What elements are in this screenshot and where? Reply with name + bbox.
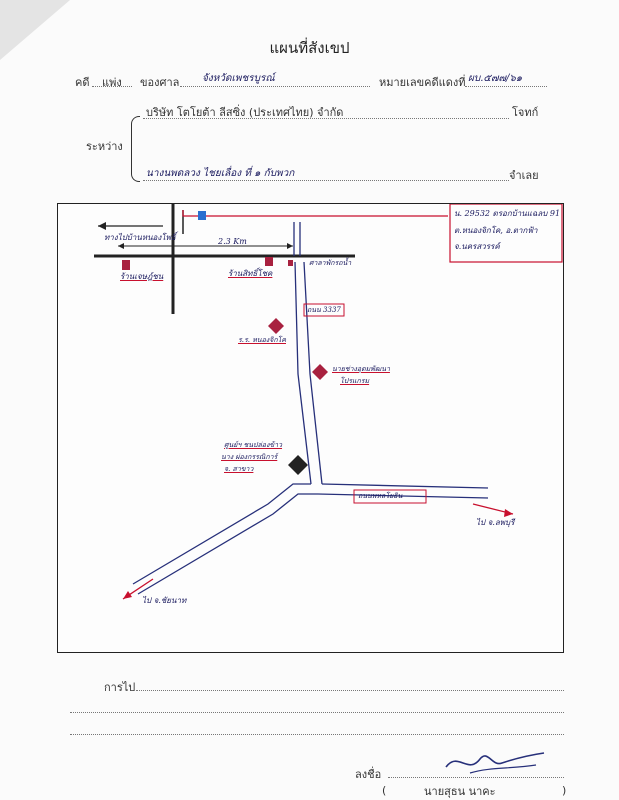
sign-label: ลงชื่อ [355,768,382,781]
highway-left-outer [132,483,311,585]
directions-label: การไป [104,681,136,694]
road-3337-right [303,261,323,485]
shop2-label: ร้านสิทธิ์โชค [228,269,273,278]
highway-right-lower [317,493,489,499]
supermarket-marker [312,364,328,380]
defendant-line [143,180,509,181]
party-brace [131,116,140,182]
landmark-top-label: ศาลาพักรถน้ำ [309,259,352,267]
health-center-label-3: จ. สาขาว [224,465,254,473]
road-number-box [303,303,345,317]
black-case-line [465,86,547,87]
document-title: แผนที่สังเขป [269,39,350,57]
signer-name: นายสุธน นาคะ [424,785,496,798]
to-right-label: ไป จ.ลพบุรี [476,518,515,527]
address-pointer-line [182,210,448,217]
distance-arrow-right [287,243,293,249]
school-label: ร.ร. หนองจิกโค [238,336,286,344]
directions-line-3 [70,734,564,735]
sign-line [388,777,564,778]
school-marker [268,318,284,334]
case-type: แพ่ง [102,76,122,89]
road-number-label: ถนน 3337 [307,306,341,314]
distance-label: 2.3 Km [218,237,247,246]
shop1-marker [122,260,130,270]
supermarket-label-1: นายช่างอุดมพัฒนา [332,365,390,373]
distance-arrow-left [118,243,124,249]
court-label: ของศาล [140,76,180,89]
map-drawing [94,204,563,600]
folded-corner [0,0,70,60]
to-bottom-label: ไป จ.ชัยนาท [142,596,187,605]
bottom-arrowhead [123,591,132,599]
highway-label-box [353,489,427,504]
court-name-line [180,86,370,87]
landmark-marker [288,260,293,266]
address-box [449,204,563,263]
directions-line-2 [70,712,564,713]
left-arrowhead [98,222,106,230]
paren-close: ) [562,784,567,797]
highway-right-upper [321,483,489,489]
supermarket-label-2: โปรแกรม [340,377,370,385]
plaintiff-name: บริษัท โตโยต้า ลีสซิ่ง (ประเทศไทย) จำกัด [146,106,344,119]
highway-label: ถนนพหลโยธิน [358,492,403,500]
shop1-label: ร้านเจษฎ์ชน [120,272,164,281]
health-center-label-1: ศูนย์ฯ ชนปล่องข้าว [224,441,283,449]
case-label: คดี [75,76,90,89]
court-name: จังหวัดเพชรบูรณ์ [202,73,275,84]
address-line-1: น. 29532 ตรอกบ้านแฉลบ 91 [454,209,561,218]
paren-open: ( [382,784,387,797]
black-case-number: ผบ.๕๗๗/๖๑ [468,73,523,84]
defendant-role: จำเลย [509,169,539,182]
black-case-label: หมายเลขคดีแดงที่ [379,76,466,89]
highway-left-inner [137,493,318,595]
address-line-3: จ.นครสวรรค์ [454,242,500,251]
destination-marker [198,211,206,220]
plaintiff-line [143,118,509,119]
defendant-name: นางนพดลวง ไชยเลื่อง ที่ ๑ กับพวก [146,168,295,179]
between-label: ระหว่าง [86,140,123,153]
signature-scribble [445,752,545,774]
health-center-label-2: นาง ผ่องกรรณิการ์ [221,453,278,461]
health-center-marker [288,455,308,475]
to-left-label: ทางไปบ้านหนองโพธิ์ [104,233,176,242]
right-arrowhead [504,509,513,517]
plaintiff-role: โจทก์ [512,106,539,119]
case-type-line [92,86,132,87]
directions-line-1 [136,690,564,691]
map-frame: น. 29532 ตรอกบ้านแฉลบ 91 ต.หนองจิกโค, อ.… [57,203,564,653]
address-line-2: ต.หนองจิกโค, อ.ตากฟ้า [454,226,538,235]
shop2-marker [265,257,273,266]
road-3337-left [294,261,312,485]
